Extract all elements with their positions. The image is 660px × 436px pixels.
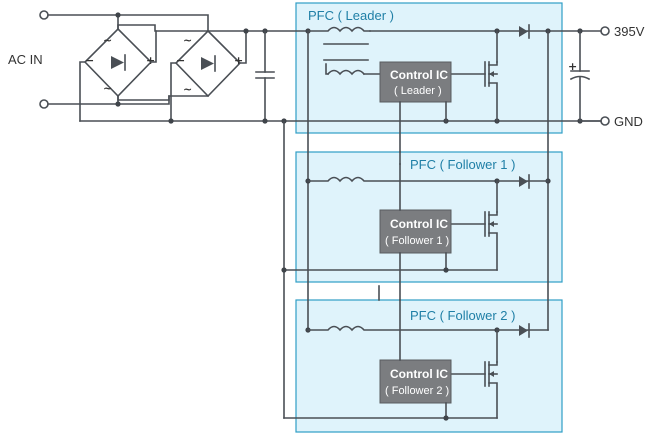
svg-text:−: − bbox=[176, 54, 185, 67]
pfc-follower2-title: PFC ( Follower 2 ) bbox=[410, 308, 515, 323]
junction-dot bbox=[115, 101, 121, 107]
bridge-rectifier-2: ~ ~ − + bbox=[174, 29, 243, 98]
control-ic-leader-title: Control IC bbox=[390, 68, 448, 82]
control-ic-leader bbox=[379, 61, 452, 103]
control-ic-follower2 bbox=[379, 359, 452, 404]
svg-text:+: + bbox=[234, 54, 243, 67]
pfc-follower2-circuit bbox=[283, 299, 549, 421]
control-ic-follower1-sub: ( Follower 1 ) bbox=[385, 235, 449, 247]
output-voltage-label: 395V bbox=[614, 24, 645, 39]
svg-text:~: ~ bbox=[103, 82, 112, 95]
ac-in-terminal-bottom bbox=[39, 99, 49, 109]
bridge1-pos-wire bbox=[150, 30, 157, 63]
control-ic-leader-sub: ( Leader ) bbox=[394, 85, 442, 97]
svg-text:+: + bbox=[146, 54, 155, 67]
svg-text:+: + bbox=[568, 60, 577, 73]
control-ic-follower1 bbox=[379, 209, 452, 254]
ac-in-label: AC IN bbox=[8, 52, 43, 67]
bridge-cross-wire bbox=[117, 24, 209, 32]
control-ic-follower2-title: Control IC bbox=[390, 367, 448, 381]
bridge-cross-wire-bottom bbox=[117, 95, 209, 101]
pfc-follower1-circuit bbox=[281, 163, 551, 301]
control-ic-follower1-title: Control IC bbox=[390, 217, 448, 231]
ac-wire-top bbox=[47, 14, 209, 32]
bridge-rectifier-1: ~ ~ − + bbox=[83, 27, 155, 98]
svg-text:~: ~ bbox=[103, 34, 112, 47]
junction-dot bbox=[115, 12, 121, 18]
junction-dot bbox=[262, 118, 268, 124]
control-ic-follower2-sub: ( Follower 2 ) bbox=[385, 385, 449, 397]
gnd-label: GND bbox=[614, 114, 643, 129]
bridge2-neg-wire bbox=[170, 62, 177, 122]
bridge2-pos-wire bbox=[239, 30, 247, 64]
svg-text:~: ~ bbox=[183, 34, 192, 47]
ac-in-terminal-top bbox=[39, 10, 49, 20]
junction-dot bbox=[168, 118, 174, 124]
output-395v-terminal bbox=[600, 26, 610, 36]
pfc-leader-title: PFC ( Leader ) bbox=[308, 8, 394, 23]
input-capacitor bbox=[255, 30, 275, 122]
junction-dot bbox=[243, 28, 249, 34]
pfc-follower1-title: PFC ( Follower 1 ) bbox=[410, 157, 515, 172]
output-capacitor: + bbox=[568, 30, 591, 122]
svg-text:~: ~ bbox=[183, 83, 192, 96]
svg-text:−: − bbox=[85, 54, 94, 67]
pfc-leader-circuit bbox=[307, 24, 530, 153]
bridge1-neg-wire bbox=[79, 61, 86, 122]
gnd-terminal bbox=[600, 116, 610, 126]
